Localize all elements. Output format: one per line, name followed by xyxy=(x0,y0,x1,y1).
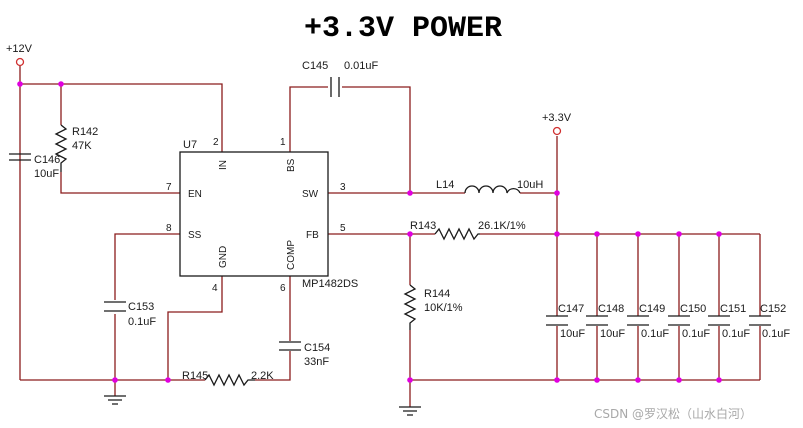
ic-body xyxy=(179,151,329,277)
wires xyxy=(19,66,760,407)
c151-value: 0.1uF xyxy=(722,328,750,340)
r143-value: 26.1K/1% xyxy=(478,220,526,232)
c152-ref: C152 xyxy=(760,303,786,315)
ic-part: MP1482DS xyxy=(302,278,358,290)
capacitor-c146: C146 10uF xyxy=(9,153,60,180)
ground-symbol xyxy=(104,395,126,405)
diagram-title: +3.3V POWER xyxy=(304,12,502,46)
c151-ref: C151 xyxy=(720,303,746,315)
c154-ref: C154 xyxy=(304,342,330,354)
wire-vin-top xyxy=(20,83,223,152)
output-capacitors: C147 10uF C148 10uF C149 0.1uF C150 0.1u… xyxy=(546,303,790,340)
inductor-l14: L14 10uH xyxy=(436,179,543,194)
pin-num-gnd: 4 xyxy=(212,283,218,294)
capacitor-c145: C145 0.01uF xyxy=(302,60,379,97)
pin-num-in: 2 xyxy=(213,137,219,148)
l14-value: 10uH xyxy=(517,179,543,191)
capacitor-c147: C147 10uF xyxy=(546,303,585,340)
c149-value: 0.1uF xyxy=(641,328,669,340)
pin-num-sw: 3 xyxy=(340,182,346,193)
wire-c145-right xyxy=(342,86,411,193)
resistor-r143: R143 26.1K/1% xyxy=(410,220,526,241)
c147-ref: C147 xyxy=(558,303,584,315)
pin-name-en: EN xyxy=(188,189,202,200)
wire-en xyxy=(60,172,180,194)
wire-gnd-pin xyxy=(167,276,223,380)
c149-ref: C149 xyxy=(639,303,665,315)
c146-value: 10uF xyxy=(34,168,59,180)
resistor-r145: R145 2.2K xyxy=(182,370,274,387)
capacitor-c154: C154 33nF xyxy=(279,341,330,368)
pin-name-bs: BS xyxy=(286,158,297,172)
output-cap-drops xyxy=(556,234,761,380)
capacitor-c152: C152 0.1uF xyxy=(749,303,790,340)
c154-value: 33nF xyxy=(304,356,329,368)
c153-value: 0.1uF xyxy=(128,316,156,328)
pin-num-en: 7 xyxy=(166,182,172,193)
r145-value: 2.2K xyxy=(251,370,274,382)
wire-ss xyxy=(114,233,180,300)
junctions xyxy=(17,81,722,383)
pin-name-sw: SW xyxy=(302,189,319,200)
pin-name-in: IN xyxy=(218,160,229,170)
c153-ref: C153 xyxy=(128,301,154,313)
c152-value: 0.1uF xyxy=(762,328,790,340)
watermark: CSDN @罗汉松（山水白河） xyxy=(594,406,752,421)
pin-name-comp: COMP xyxy=(286,240,297,270)
pin-num-ss: 8 xyxy=(166,223,172,234)
capacitor-c151: C151 0.1uF xyxy=(708,303,750,340)
pin-name-ss: SS xyxy=(188,230,202,241)
pin-num-comp: 6 xyxy=(280,283,286,294)
pin-num-bs: 1 xyxy=(280,137,286,148)
c145-ref: C145 xyxy=(302,60,328,72)
c150-ref: C150 xyxy=(680,303,706,315)
ic-u7: U7 MP1482DS 2 1 7 3 8 5 4 6 IN BS EN SW … xyxy=(166,137,358,294)
resistor-r144: R144 10K/1% xyxy=(403,284,463,330)
r142-ref: R142 xyxy=(72,126,98,138)
pin-name-gnd: GND xyxy=(218,246,229,268)
r143-ref: R143 xyxy=(410,220,436,232)
capacitor-c153: C153 0.1uF xyxy=(104,301,156,328)
capacitor-c150: C150 0.1uF xyxy=(668,303,710,340)
pin-num-fb: 5 xyxy=(340,223,346,234)
r142-value: 47K xyxy=(72,140,92,152)
pin-name-fb: FB xyxy=(306,230,319,241)
r145-ref: R145 xyxy=(182,370,208,382)
c145-value: 0.01uF xyxy=(344,60,379,72)
capacitor-c149: C149 0.1uF xyxy=(627,303,669,340)
resistor-r142: R142 47K xyxy=(54,124,98,172)
capacitor-c148: C148 10uF xyxy=(586,303,625,340)
wire-bs xyxy=(289,86,328,152)
c148-ref: C148 xyxy=(598,303,624,315)
vout-terminal: +3.3V xyxy=(542,112,572,136)
c146-ref: C146 xyxy=(34,154,60,166)
c148-value: 10uF xyxy=(600,328,625,340)
r144-value: 10K/1% xyxy=(424,302,463,314)
l14-ref: L14 xyxy=(436,179,454,191)
c150-value: 0.1uF xyxy=(682,328,710,340)
vin-label: +12V xyxy=(6,43,33,55)
r144-ref: R144 xyxy=(424,288,450,300)
vout-label: +3.3V xyxy=(542,112,572,124)
vin-terminal: +12V xyxy=(6,43,33,67)
ground-symbol xyxy=(399,406,421,416)
ic-ref: U7 xyxy=(183,139,197,151)
wire-c154-bottom xyxy=(255,351,291,381)
c147-value: 10uF xyxy=(560,328,585,340)
